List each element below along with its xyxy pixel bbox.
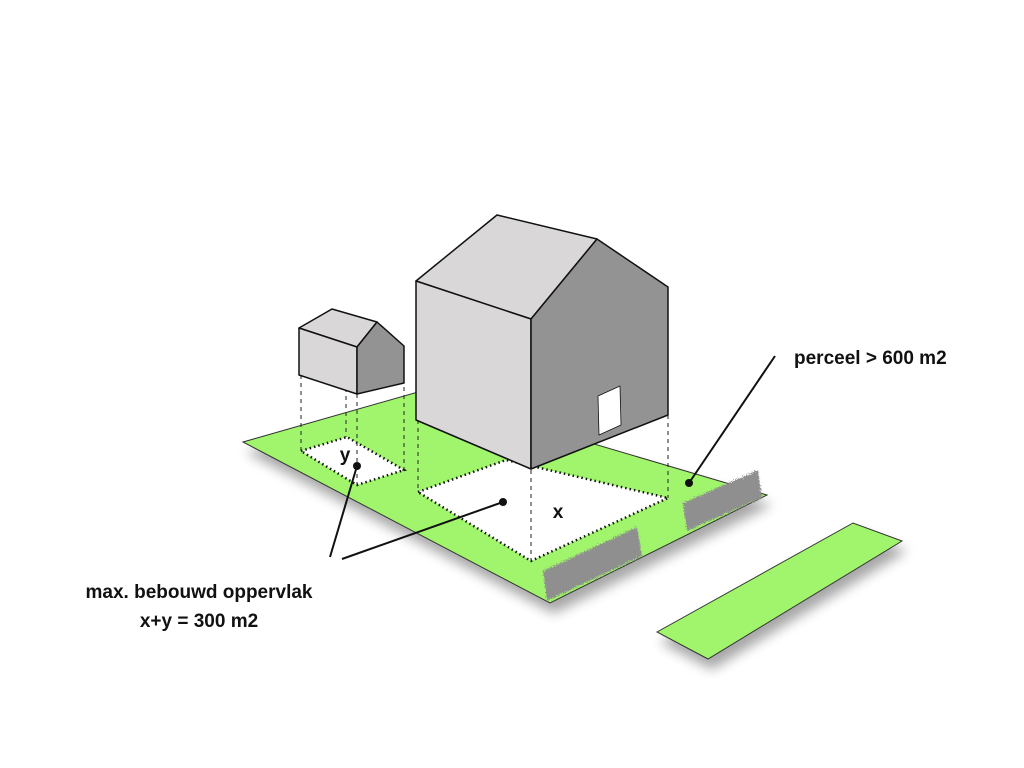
built-area-label-line1: max. bebouwd oppervlak [86,582,313,603]
pointer-dot-annex [353,462,361,470]
built-area-label-line2: x+y = 300 m2 [140,611,258,632]
door [597,385,622,436]
pointers [329,355,776,560]
street-strip [655,522,904,660]
pointer-dot-main [499,498,507,506]
footprint-annex-label: y [340,445,351,466]
parcel-label: perceel > 600 m2 [794,348,947,369]
footprint-main-x [415,458,672,563]
pointer-dot-parcel [685,479,693,487]
hedge-front-right [683,470,762,531]
hedge-front-left [543,527,642,601]
footprint-main-label: x [553,502,564,523]
main-house [415,214,669,470]
annex-building [298,308,405,395]
